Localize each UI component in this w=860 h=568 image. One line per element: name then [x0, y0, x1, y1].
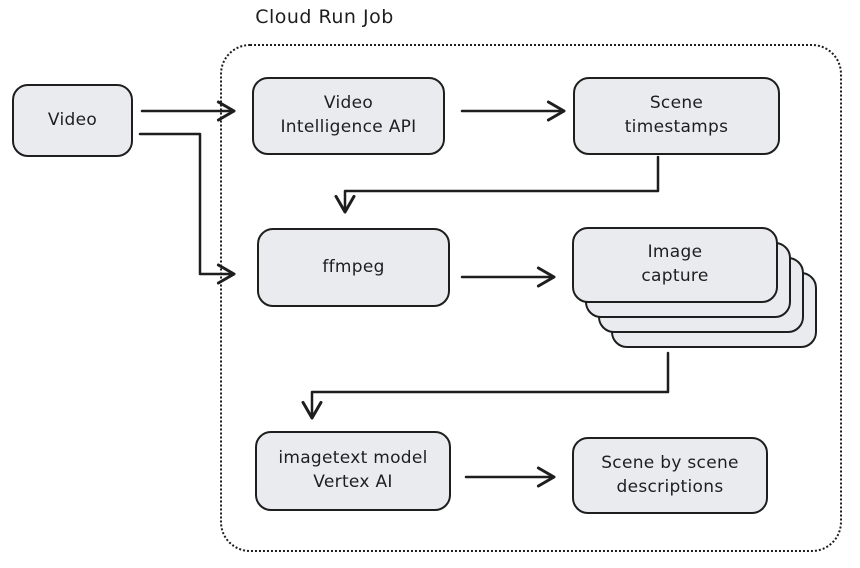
node-scene-descriptions: Scene by scene descriptions — [572, 437, 768, 514]
node-imagetext-vertex-ai: imagetext model Vertex AI — [255, 431, 451, 511]
node-video-intelligence-api: Video Intelligence API — [252, 77, 445, 155]
node-image-capture: Image capture — [572, 227, 778, 303]
group-border-cloud-run-job — [220, 44, 842, 552]
node-scene-timestamps: Scene timestamps — [573, 77, 780, 155]
group-title-cloud-run-job: Cloud Run Job — [255, 6, 394, 28]
node-video: Video — [12, 84, 133, 157]
node-ffmpeg: ffmpeg — [257, 228, 450, 307]
